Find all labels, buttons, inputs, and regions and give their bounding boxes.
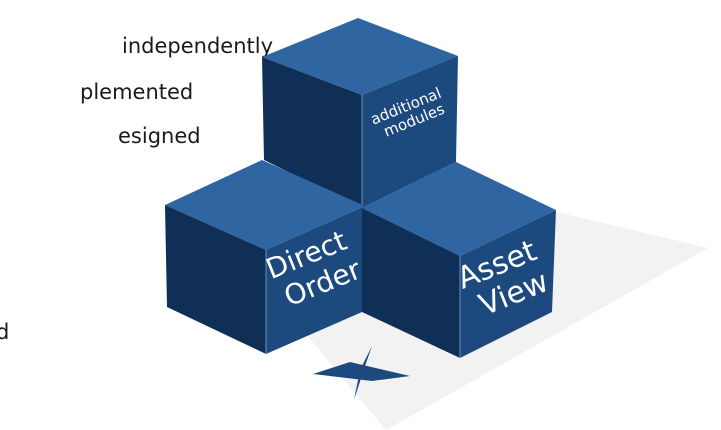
cube-top-face xyxy=(262,18,458,95)
cube-left-face xyxy=(362,208,460,358)
cube-left-face xyxy=(165,205,266,354)
text-fragment-independently: independently xyxy=(122,34,274,58)
cube-right-face xyxy=(460,210,556,358)
x-logo-icon xyxy=(313,346,410,400)
text-fragment-implemented: plemented xyxy=(80,80,194,104)
text-fragment-designed: esigned xyxy=(118,124,201,148)
text-fragment-d: d xyxy=(0,320,10,344)
cube-left-face xyxy=(262,57,362,208)
cube-top-face xyxy=(165,160,365,250)
cube-direct-order: Direct Order xyxy=(165,160,366,354)
cube-asset-view: Asset View xyxy=(362,162,556,358)
cube-right-face xyxy=(266,206,365,354)
cube-additional-modules: additional modules xyxy=(262,18,458,208)
cube-right-face xyxy=(362,56,458,208)
cube-top-face xyxy=(362,162,556,256)
